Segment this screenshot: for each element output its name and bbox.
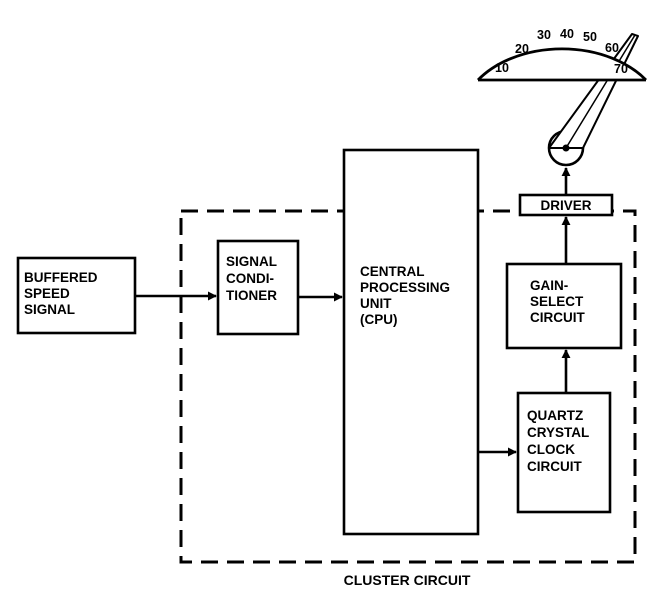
gain-select-line-1: GAIN-: [530, 278, 568, 293]
scale-label-30: 30: [537, 28, 551, 42]
quartz-clock-block: QUARTZ CRYSTAL CLOCK CIRCUIT: [516, 391, 612, 514]
buffered-speed-signal-block: BUFFERED SPEED SIGNAL: [16, 256, 137, 335]
gain-select-line-2: SELECT: [530, 294, 584, 309]
quartz-clock-line-2: CRYSTAL: [527, 425, 589, 440]
scale-label-40: 40: [560, 27, 574, 41]
signal-conditioner-block: SIGNAL CONDI- TIONER: [216, 239, 300, 336]
cluster-boundary: [179, 209, 637, 564]
cpu-block: CENTRAL PROCESSING UNIT (CPU): [342, 148, 480, 536]
signal-conditioner-line-2: CONDI-: [226, 271, 274, 286]
signal-conditioner-line-1: SIGNAL: [226, 254, 277, 269]
cpu-line-3: UNIT: [360, 296, 392, 311]
quartz-clock-line-3: CLOCK: [527, 442, 575, 457]
cpu-line-1: CENTRAL: [360, 264, 425, 279]
scale-label-50: 50: [583, 30, 597, 44]
cpu-line-4: (CPU): [360, 312, 398, 327]
scale-label-20: 20: [515, 42, 529, 56]
driver-label: DRIVER: [540, 198, 591, 213]
buffered-speed-signal-line-2: SPEED: [24, 286, 70, 301]
gain-select-block: GAIN- SELECT CIRCUIT: [505, 262, 623, 350]
speedometer-scale: 10 20 30 40 50 60 70: [495, 27, 628, 76]
buffered-speed-signal-line-1: BUFFERED: [24, 270, 98, 285]
cpu-line-2: PROCESSING: [360, 280, 450, 295]
scale-label-10: 10: [495, 61, 509, 75]
driver-block: DRIVER: [518, 193, 614, 217]
buffered-speed-signal-line-3: SIGNAL: [24, 302, 75, 317]
signal-conditioner-line-3: TIONER: [226, 288, 277, 303]
gain-select-line-3: CIRCUIT: [530, 310, 585, 325]
needle-hub: [562, 144, 570, 152]
quartz-clock-line-1: QUARTZ: [527, 408, 583, 423]
scale-label-60: 60: [605, 41, 619, 55]
scale-label-70: 70: [614, 62, 628, 76]
cluster-circuit-label: CLUSTER CIRCUIT: [344, 572, 471, 588]
speedometer-dial: [476, 47, 648, 81]
quartz-clock-line-4: CIRCUIT: [527, 459, 582, 474]
